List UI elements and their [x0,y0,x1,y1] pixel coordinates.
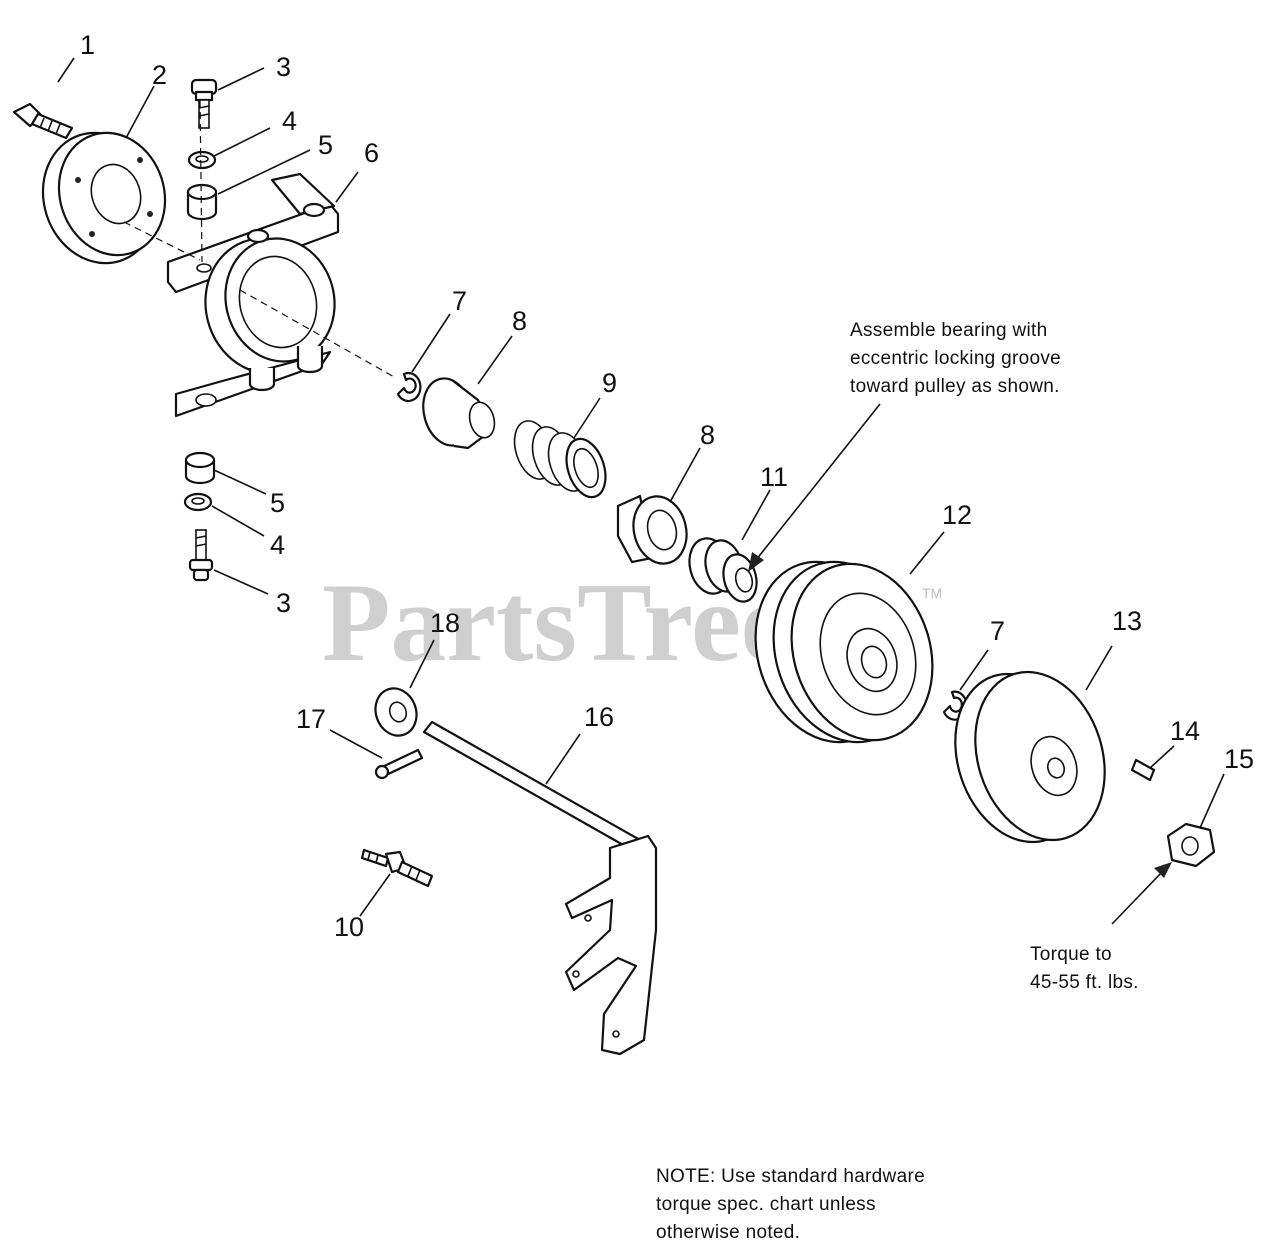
callout-5-top: 5 [318,130,333,160]
part-16-idler-arm[interactable] [422,720,658,1056]
general-note: NOTE: Use standard hardware torque spec.… [656,1166,925,1243]
part-18-washer[interactable] [369,683,423,742]
callout-7-b: 7 [990,616,1005,646]
callout-12: 12 [942,500,972,530]
svg-text:Assemble bearing with: Assemble bearing with [850,320,1047,341]
callout-8-a: 8 [512,306,527,336]
svg-text:Torque to: Torque to [1030,944,1112,965]
part-5-spacer-top[interactable] [186,183,218,221]
torque-note: Torque to 45-55 ft. lbs. [1030,944,1139,993]
svg-text:toward pulley as shown.: toward pulley as shown. [850,376,1060,397]
callout-14: 14 [1170,716,1200,746]
callout-numbers: 1 2 3 4 5 6 7 8 9 8 11 12 5 4 3 18 17 16… [80,30,1254,942]
part-2-flange-hub[interactable] [26,118,180,278]
callout-17: 17 [296,704,326,734]
part-4-lock-washer-top[interactable] [187,150,217,170]
part-11-bearing-eccentric[interactable] [684,534,762,605]
svg-text:torque spec. chart unless: torque spec. chart unless [656,1194,876,1215]
callout-5-bot: 5 [270,488,285,518]
callout-4-top: 4 [282,106,297,136]
part-15-nut[interactable] [1166,822,1216,868]
watermark-trademark: TM [922,585,942,601]
svg-text:eccentric locking groove: eccentric locking groove [850,348,1061,369]
callout-7-a: 7 [452,286,467,316]
callout-16: 16 [584,702,614,732]
callout-13: 13 [1112,606,1142,636]
part-1-bolt[interactable] [12,102,74,140]
callout-6: 6 [364,138,379,168]
part-12-pulley[interactable] [733,543,954,761]
part-7-retaining-ring-a[interactable] [396,371,422,403]
part-14-key[interactable] [1130,758,1156,782]
svg-text:NOTE: Use standard hardware: NOTE: Use standard hardware [656,1166,925,1187]
callout-8-b: 8 [700,420,715,450]
assembly-centerlines [123,99,397,379]
part-10-stud[interactable] [360,848,434,888]
callout-3-bot: 3 [276,588,291,618]
svg-text:45-55 ft. lbs.: 45-55 ft. lbs. [1030,972,1139,993]
callout-3-top: 3 [276,52,291,82]
callout-15: 15 [1224,744,1254,774]
part-13-pulley[interactable] [934,655,1125,859]
callout-4-bot: 4 [270,530,285,560]
part-8-bearing-a[interactable] [416,373,498,451]
part-3-bolt-bottom[interactable] [188,529,214,582]
part-5-spacer-bottom[interactable] [184,451,216,485]
callout-18: 18 [430,608,460,638]
part-8-bearing-b[interactable] [616,491,693,570]
part-3-bolt-top[interactable] [190,78,218,129]
svg-text:otherwise noted.: otherwise noted. [656,1222,800,1243]
part-17-cotter-pin[interactable] [374,748,424,780]
callout-11: 11 [760,462,788,492]
leader-lines [57,57,1225,925]
part-4-lock-washer-bottom[interactable] [183,492,213,512]
bearing-assembly-note: Assemble bearing with eccentric locking … [850,320,1061,397]
callout-9: 9 [602,368,617,398]
callout-2: 2 [152,60,167,90]
callout-10: 10 [334,912,364,942]
callout-1: 1 [80,30,95,60]
part-9-spring[interactable] [508,416,613,502]
part-6-bearing-bracket[interactable] [166,172,348,418]
